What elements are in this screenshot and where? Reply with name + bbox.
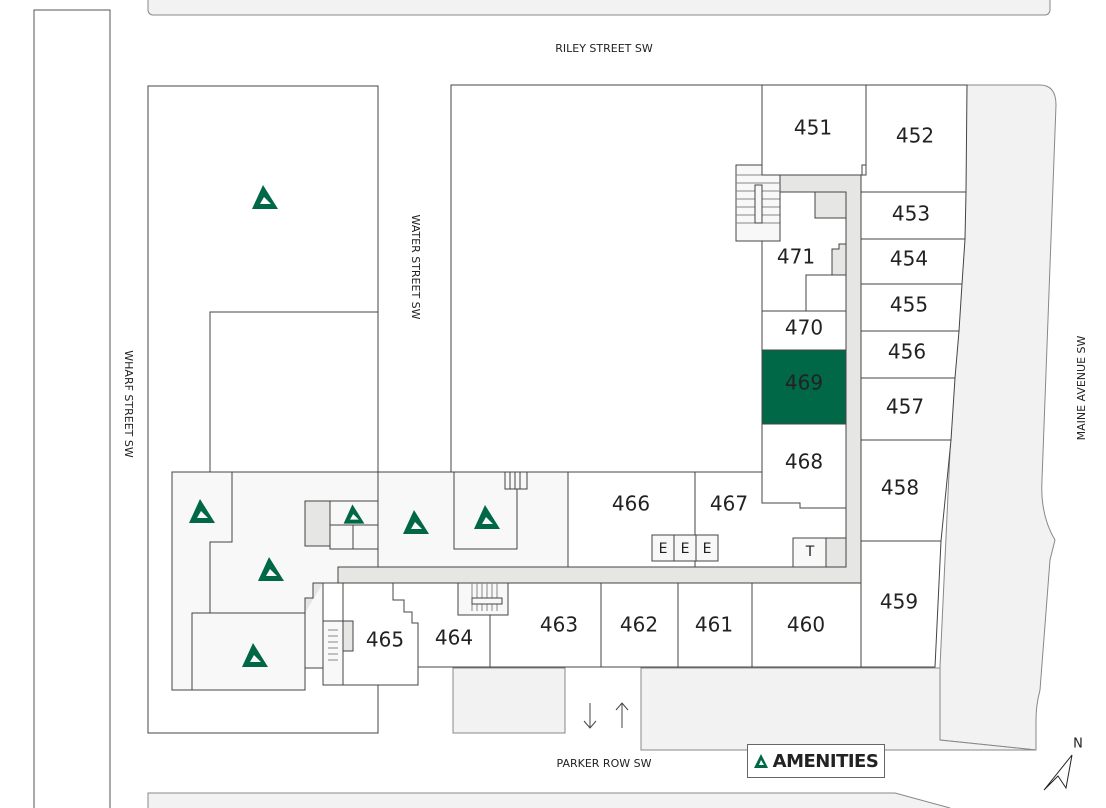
- street-label-parker: PARKER ROW SW: [557, 757, 652, 770]
- svg-text:N: N: [1073, 737, 1083, 752]
- unit-468[interactable]: [761, 423, 847, 509]
- parker-row-sidewalk: [147, 792, 951, 808]
- compass-north-icon: N: [1043, 737, 1083, 791]
- maine-avenue-plaza: [939, 84, 1057, 751]
- amenities-legend: AMENITIES: [747, 744, 885, 778]
- unit-456[interactable]: [860, 330, 960, 379]
- unit-459[interactable]: [860, 540, 942, 668]
- unit-457[interactable]: [860, 377, 956, 441]
- street-label-riley: RILEY STREET SW: [555, 42, 653, 55]
- exit-arrow-icon: [583, 703, 597, 729]
- unit-461[interactable]: [677, 582, 753, 668]
- amenity-icon[interactable]: [258, 557, 284, 581]
- amenity-icon: [753, 754, 768, 768]
- riley-street-sidewalk: [147, 0, 1051, 16]
- wharf-street-sidewalk: [33, 9, 111, 808]
- plaza-area: [452, 667, 566, 734]
- elevator-label: E: [681, 541, 690, 557]
- unit-470[interactable]: [761, 310, 847, 351]
- unit-452[interactable]: [860, 84, 968, 193]
- elevator-label: E: [703, 541, 712, 557]
- unit-462[interactable]: [600, 582, 679, 668]
- unit-451[interactable]: [761, 84, 867, 176]
- elevator-label: E: [659, 541, 668, 557]
- amenity-icon[interactable]: [242, 643, 268, 667]
- unit-469[interactable]: [761, 349, 847, 425]
- street-label-wharf: WHARF STREET SW: [122, 350, 135, 458]
- amenity-icon[interactable]: [252, 185, 278, 209]
- street-label-water: WATER STREET SW: [409, 214, 422, 319]
- street-label-maine: MAINE AVENUE SW: [1075, 335, 1088, 440]
- unit-465[interactable]: [342, 582, 419, 686]
- entry-arrow-icon: [615, 702, 629, 728]
- courtyard-block: [450, 84, 763, 473]
- unit-454[interactable]: [860, 238, 966, 285]
- unit-458[interactable]: [860, 439, 952, 542]
- elevator-room: [695, 534, 719, 562]
- unit-460[interactable]: [751, 582, 862, 668]
- unit-453[interactable]: [860, 191, 967, 240]
- amenity-icon[interactable]: [189, 499, 215, 523]
- legend-label: AMENITIES: [772, 750, 879, 772]
- amenity-icon[interactable]: [474, 505, 500, 529]
- building-block-inner: [209, 311, 379, 473]
- plaza-area: [640, 667, 1037, 751]
- amenity-icon[interactable]: [403, 510, 429, 534]
- toilet-label: T: [805, 544, 815, 560]
- amenity-icon[interactable]: [343, 504, 365, 524]
- unit-455[interactable]: [860, 283, 963, 332]
